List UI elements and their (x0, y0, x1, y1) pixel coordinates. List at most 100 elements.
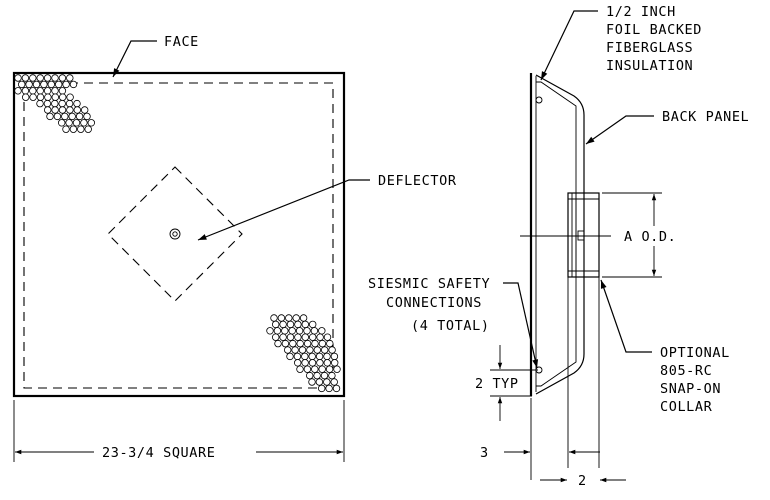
perforation-hole (14, 74, 22, 82)
perforation-hole (316, 359, 324, 367)
perforation-hole (44, 93, 52, 101)
perforation-hole (66, 93, 74, 101)
perforation-hole (51, 93, 59, 101)
perforation-hole (281, 339, 290, 348)
seismic-leader (503, 282, 539, 369)
perforation-hole (51, 106, 59, 114)
perforation-hole (315, 378, 324, 386)
perforation-hole (55, 80, 63, 89)
perforation-hole (318, 384, 326, 393)
perforation-hole (323, 378, 331, 386)
perforation-hole (43, 74, 52, 82)
perforation-hole (333, 365, 341, 373)
perforation-hole (80, 106, 89, 114)
perforation-hole (83, 112, 91, 121)
od-dimension (602, 192, 662, 278)
perforation-hole (308, 359, 317, 367)
perforation-hole (77, 125, 85, 133)
seismic-label-line1: SIESMIC SAFETY (368, 276, 490, 292)
back-panel-label: BACK PANEL (662, 109, 749, 125)
collar-body (567, 192, 600, 278)
perforation-hole (273, 327, 282, 335)
perforation-hole (18, 80, 26, 89)
perforation-hole (303, 339, 312, 348)
perforation-hole (22, 93, 30, 101)
perforation-pattern-bottom-right (266, 314, 341, 393)
collar-label-line1: OPTIONAL (660, 345, 730, 361)
insulation-label-line2: FOIL BACKED (606, 22, 702, 38)
perforation-hole (311, 365, 319, 373)
collar-label-line3: SNAP-ON (660, 381, 721, 397)
perforation-hole (21, 74, 30, 82)
perforation-hole (291, 346, 299, 354)
perforation-hole (298, 346, 307, 354)
perforation-hole (313, 371, 321, 380)
perforation-hole (318, 327, 326, 335)
perforation-hole (315, 352, 324, 361)
perforation-hole (316, 333, 324, 341)
perforation-hole (328, 371, 336, 380)
deflector-leader (197, 179, 370, 241)
collar-label-line2: 805-RC (660, 363, 712, 379)
od-dimension-label: A O.D. (624, 229, 676, 245)
perforation-hole (330, 352, 339, 361)
perforation-hole (59, 93, 67, 101)
perforation-pattern-top-left (14, 74, 95, 133)
perforation-hole (313, 346, 321, 354)
perforation-hole (284, 346, 292, 354)
perforation-hole (58, 99, 66, 108)
insulation-label-line3: FIBERGLASS (606, 40, 693, 56)
perforation-hole (68, 112, 76, 121)
perforation-hole (25, 80, 33, 89)
back-panel-outline (535, 74, 585, 395)
perforation-hole (294, 320, 302, 329)
perforation-hole (303, 327, 311, 335)
perforation-hole (320, 371, 329, 380)
perforation-hole (277, 314, 286, 322)
perforation-hole (58, 119, 66, 127)
perforation-hole (295, 327, 304, 335)
perforation-hole (323, 333, 332, 341)
perforation-hole (301, 359, 309, 367)
perforation-hole (328, 346, 336, 354)
perforation-hole (286, 352, 294, 361)
collar-width-dimension-label: 2 (578, 473, 587, 489)
perforation-hole (29, 87, 37, 95)
seismic-label-line3: (4 TOTAL) (411, 318, 490, 334)
perforation-hole (270, 314, 278, 322)
perforation-hole (80, 119, 88, 127)
perforation-hole (301, 352, 309, 361)
face-inner-dashed (23, 82, 334, 389)
deflector-screw-inner (172, 231, 178, 237)
perforation-hole (46, 112, 54, 121)
perforation-hole (36, 99, 44, 108)
perforation-hole (44, 106, 52, 114)
perforation-hole (308, 378, 316, 386)
perforation-hole (325, 365, 334, 373)
perforation-hole (331, 359, 339, 367)
perforation-hole (272, 320, 280, 329)
perforation-hole (36, 87, 44, 95)
perforation-hole (87, 119, 95, 127)
perforation-hole (323, 352, 331, 361)
perforation-hole (325, 384, 333, 393)
perforation-hole (75, 112, 84, 121)
perforation-hole (51, 74, 59, 82)
perforation-hole (266, 327, 274, 335)
perforation-hole (326, 339, 334, 348)
collar-clip (577, 230, 585, 241)
perforation-hole (73, 99, 81, 108)
insulation-label-line1: 1/2 INCH (606, 4, 676, 20)
perforation-hole (281, 327, 289, 335)
perforation-hole (21, 87, 30, 95)
perforation-hole (274, 339, 282, 348)
perforation-hole (62, 125, 70, 133)
face-leader (112, 40, 157, 78)
perforation-hole (43, 99, 52, 108)
perforation-hole (29, 74, 37, 82)
side-view (520, 73, 611, 468)
deflector-outline (107, 166, 243, 302)
perforation-hole (279, 333, 287, 341)
